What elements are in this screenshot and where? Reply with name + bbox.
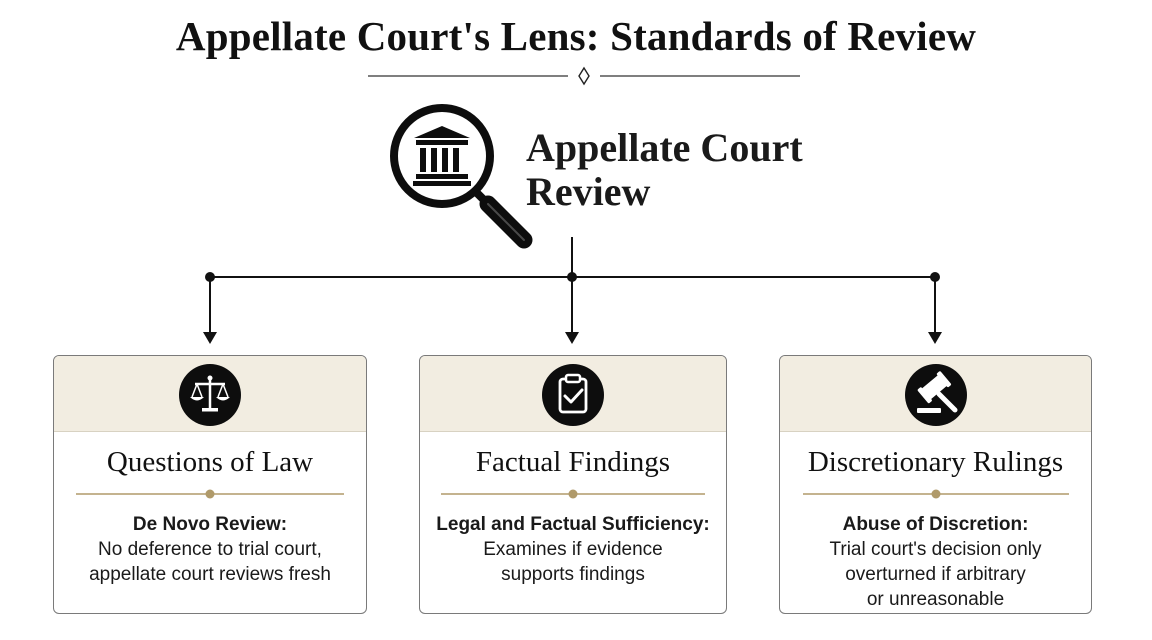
arrowhead-center <box>565 332 579 344</box>
standard-label: Abuse of Discretion: <box>842 514 1029 535</box>
card-body: Abuse of Discretion: Trial court's decis… <box>780 512 1091 612</box>
divider-diamond-icon <box>578 66 590 86</box>
courthouse-magnifier-icon <box>390 104 533 249</box>
card-header <box>54 356 366 432</box>
card-header <box>780 356 1091 432</box>
card-title: Discretionary Rulings <box>807 446 1064 478</box>
card-body: Legal and Factual Sufficiency: Examines … <box>420 512 726 587</box>
description-line: No deference to trial court, <box>98 539 322 560</box>
card-questions-of-law: Questions of Law De Novo Review: No defe… <box>53 355 367 614</box>
card-body: De Novo Review: No deference to trial co… <box>54 512 366 587</box>
root-node-label-line2: Review <box>526 169 651 214</box>
tree-connectors <box>203 237 942 344</box>
standard-label: Legal and Factual Sufficiency: <box>436 514 710 535</box>
card-header <box>420 356 726 432</box>
arrowhead-right <box>928 332 942 344</box>
card-factual-findings: Factual Findings Legal and Factual Suffi… <box>419 355 727 614</box>
title-divider <box>368 66 800 86</box>
description-line: overturned if arbitrary <box>845 564 1026 585</box>
card-divider <box>441 489 705 499</box>
scales-of-justice-icon <box>179 364 241 426</box>
root-node-label: Appellate Court Review <box>526 126 803 214</box>
description-line: Trial court's decision only <box>829 539 1042 560</box>
root-node-label-line1: Appellate Court <box>526 125 803 170</box>
card-title: Questions of Law <box>106 446 314 478</box>
description-line: appellate court reviews fresh <box>89 564 331 585</box>
card-discretionary-rulings: Discretionary Rulings Abuse of Discretio… <box>779 355 1092 614</box>
page-title: Appellate Court's Lens: Standards of Rev… <box>175 13 977 59</box>
standard-label: De Novo Review: <box>132 514 288 535</box>
gavel-icon <box>904 364 967 426</box>
card-divider <box>76 489 344 499</box>
card-divider <box>802 489 1069 499</box>
description-line: or unreasonable <box>866 589 1005 610</box>
arrowhead-left <box>203 332 217 344</box>
card-title: Factual Findings <box>475 446 671 478</box>
description-line: supports findings <box>501 564 645 585</box>
description-line: Examines if evidence <box>483 539 663 560</box>
clipboard-check-icon <box>542 364 604 426</box>
